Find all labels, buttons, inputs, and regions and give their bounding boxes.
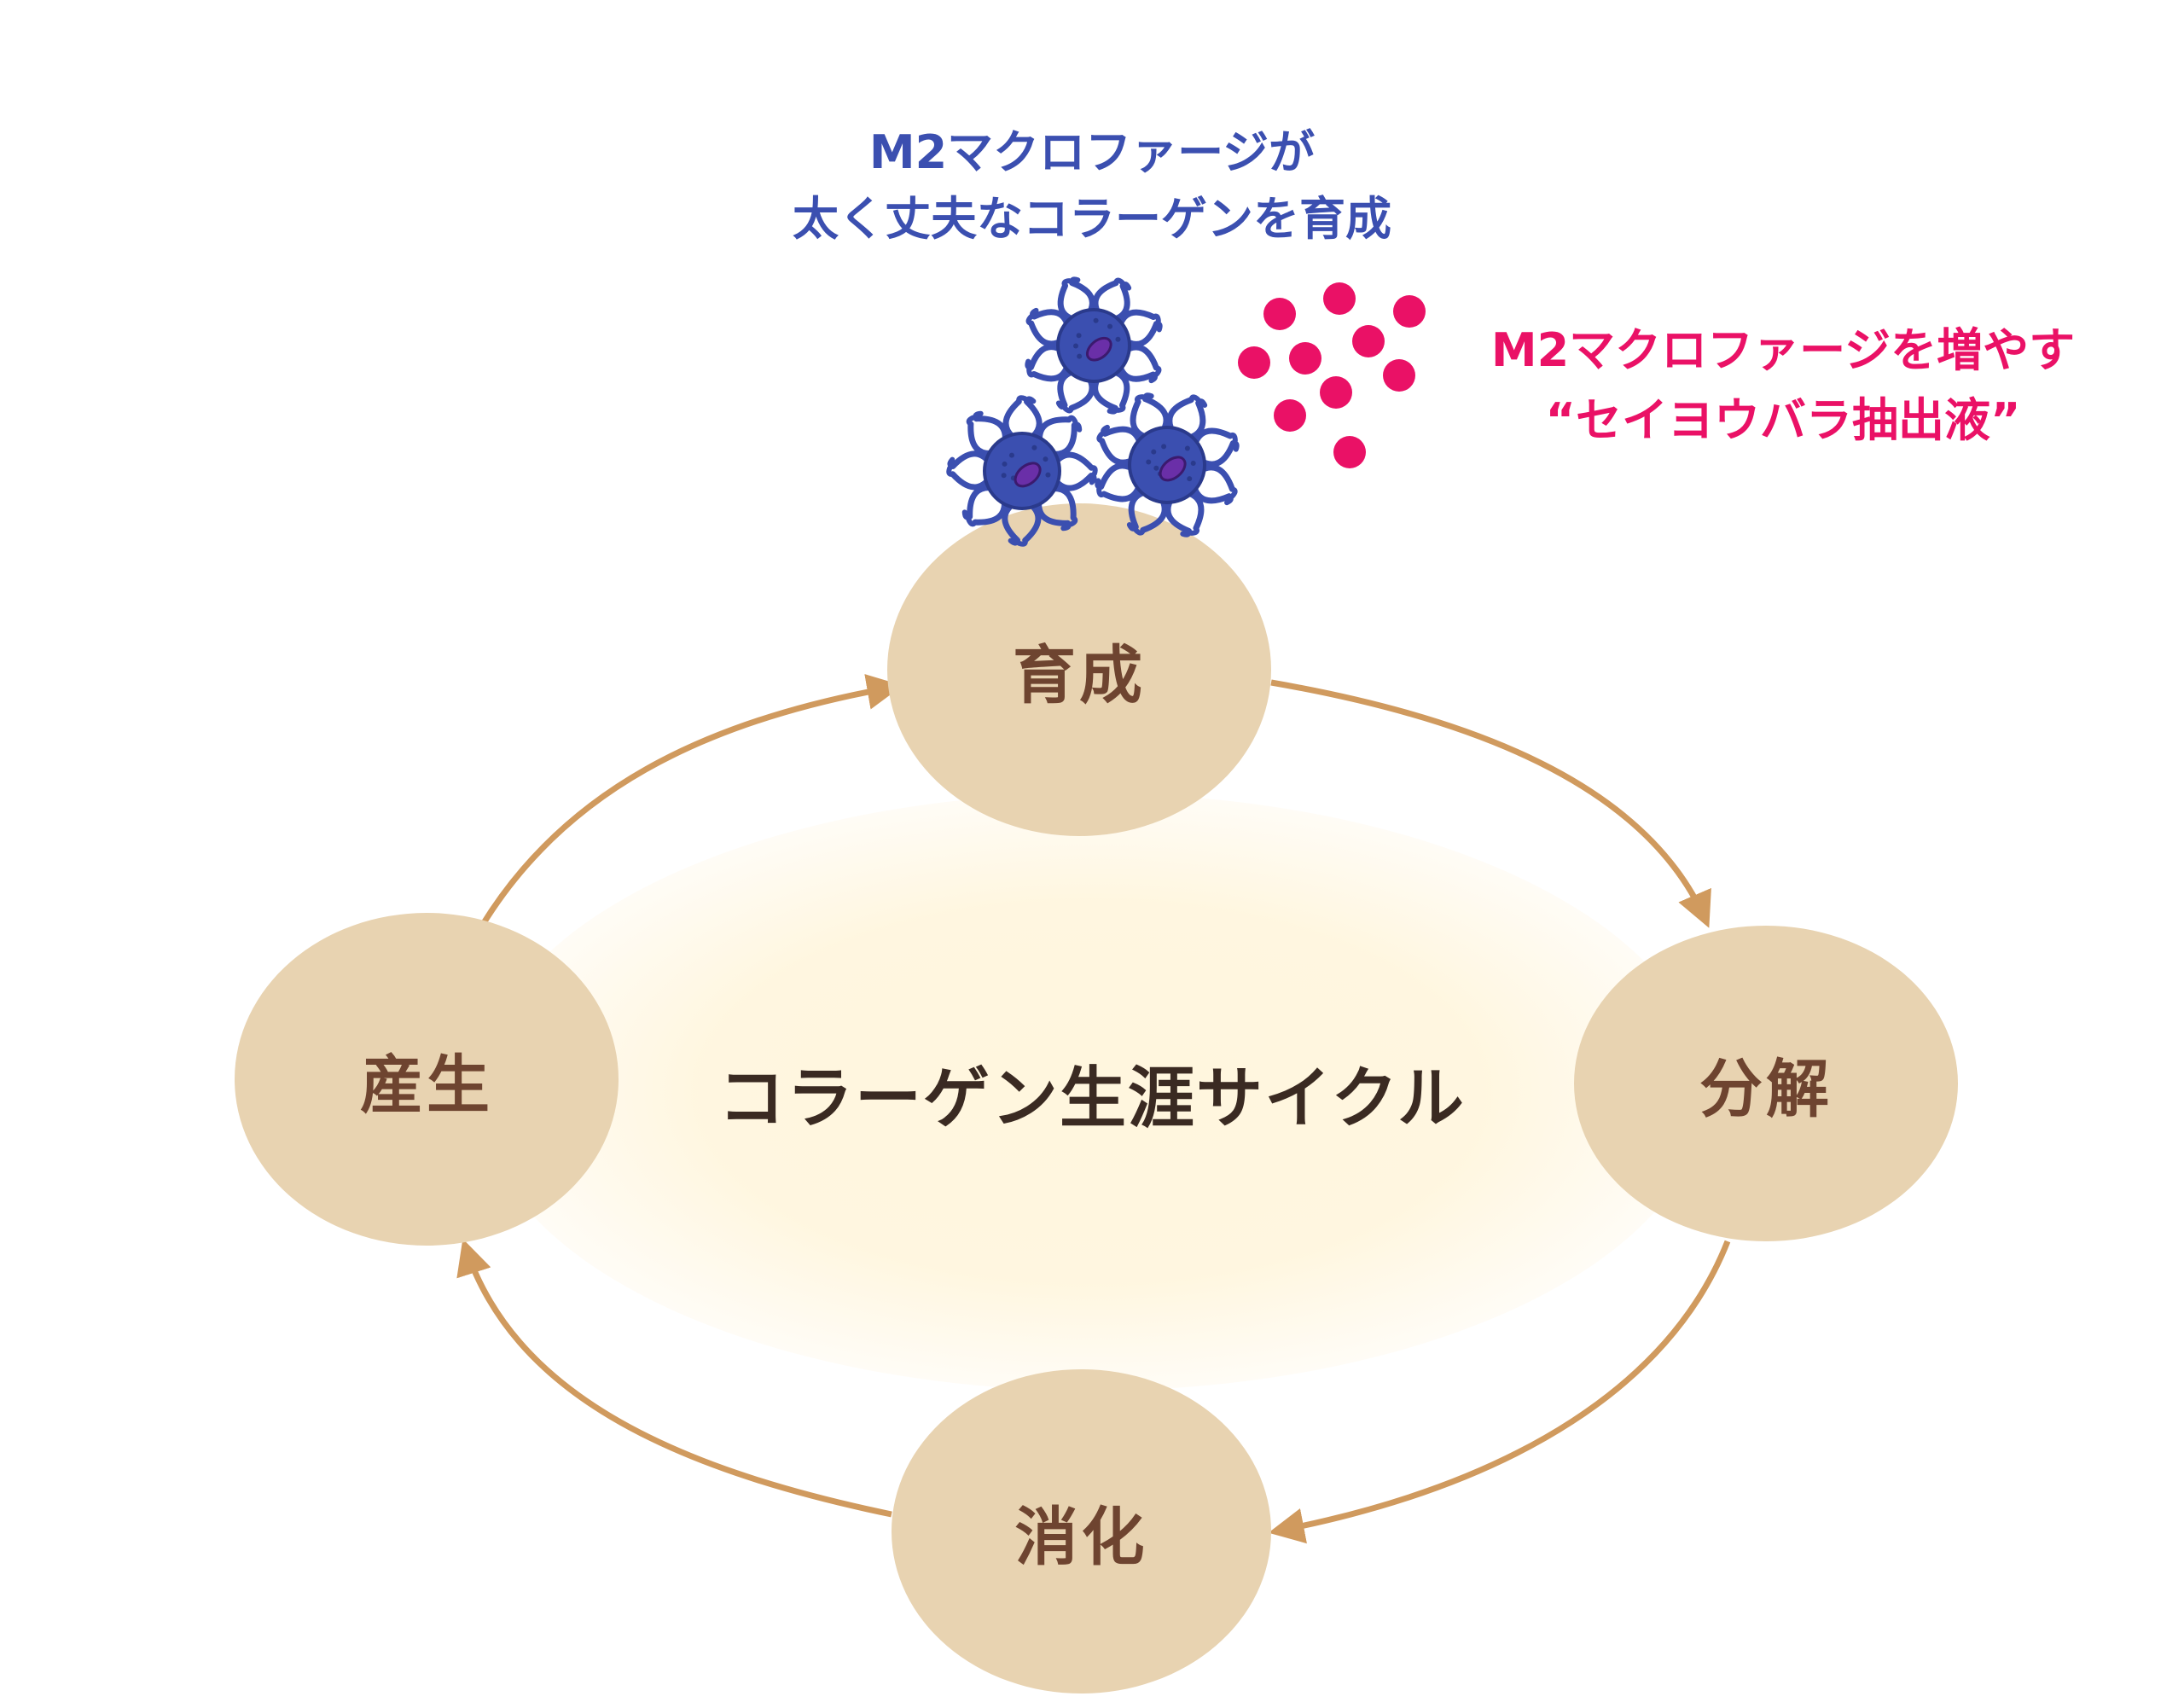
extract-dot-icon	[1263, 298, 1296, 330]
macrophage-caption: M2マクロファージが 太く丈夫なコラーゲンを育成	[708, 119, 1476, 253]
extract-dot-icon	[1393, 295, 1426, 328]
arrow-shoka-to-sansei	[456, 1239, 892, 1518]
macrophage-caption-line2: 太く丈夫なコラーゲンを育成	[793, 192, 1391, 246]
extract-caption: M2マクロファージを増やす “セイヨウバラ抽出液”	[1416, 316, 2150, 456]
extract-dot-icon	[1383, 359, 1415, 392]
macrophage-icon-left	[946, 395, 1098, 547]
node-sansei-label: 産生	[360, 1048, 493, 1122]
arrow-sansei-to-ikusei	[479, 674, 903, 927]
macrophage-icon-top-nucleus	[1085, 336, 1112, 362]
node-ikusei: 育成	[887, 503, 1271, 836]
arrow-bunkai-to-shoka	[1268, 1240, 1731, 1544]
extract-caption-line2: “セイヨウバラ抽出液”	[1545, 393, 2021, 447]
center-title: コラーゲン生涯サイクル	[717, 1060, 1467, 1137]
extract-dot-icon	[1333, 436, 1366, 468]
center-glow	[478, 793, 1706, 1391]
node-ikusei-label: 育成	[1013, 638, 1146, 712]
macrophage-icon-right-nucleus	[1159, 456, 1187, 482]
arrow-ikusei-to-bunkai	[1270, 679, 1711, 928]
extract-dot-icon	[1320, 376, 1352, 409]
extract-dot-icon	[1274, 399, 1306, 432]
macrophage-icon-right	[1095, 392, 1240, 537]
node-sansei: 産生	[235, 913, 619, 1246]
node-bunkai-label: 分解	[1699, 1052, 1833, 1126]
extract-dot-icon	[1238, 346, 1270, 379]
macrophage-icon-top	[1025, 276, 1163, 415]
extract-dot-icon	[1289, 342, 1321, 375]
node-shoka-label: 消化	[1014, 1500, 1148, 1574]
node-shoka: 消化	[892, 1369, 1271, 1693]
node-bunkai: 分解	[1574, 926, 1958, 1241]
extract-caption-line1: M2マクロファージを増やす	[1490, 323, 2076, 377]
macrophage-caption-line1: M2マクロファージが	[868, 125, 1316, 179]
extract-dot-icon	[1323, 282, 1356, 315]
extract-dot-icon	[1352, 325, 1385, 357]
macrophage-icon-left-nucleus	[1014, 462, 1042, 488]
